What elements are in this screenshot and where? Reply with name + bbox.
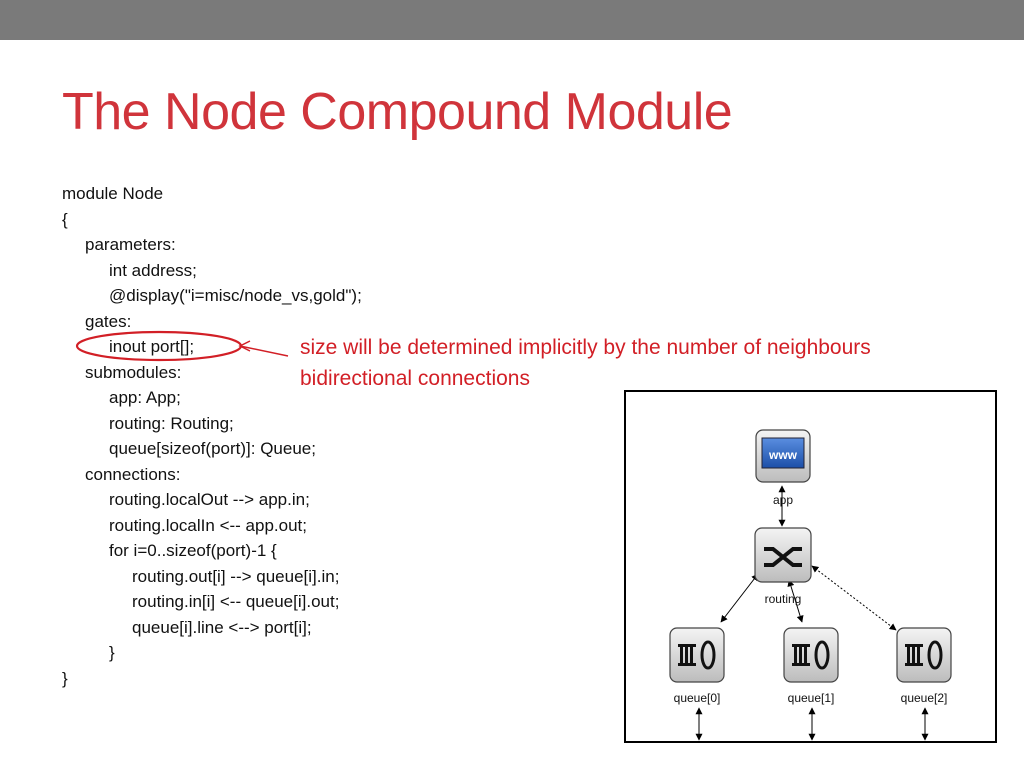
- queue-label: queue[1]: [788, 691, 835, 705]
- queue-label: queue[0]: [674, 691, 721, 705]
- top-bar: [0, 0, 1024, 40]
- app-icon-text: www: [768, 448, 798, 462]
- code-line: submodules:: [85, 362, 182, 382]
- code-block: module Node { parameters: int address; @…: [62, 181, 362, 691]
- node-diagram: www app routing queue[0] queue[1]: [624, 390, 997, 743]
- queue-module[interactable]: queue[2]: [896, 627, 952, 705]
- code-line: }: [109, 643, 115, 662]
- app-module[interactable]: www app: [755, 429, 811, 507]
- queue-label: queue[2]: [901, 691, 948, 705]
- connection-routing-queue1: [787, 579, 804, 623]
- queue-module[interactable]: queue[1]: [783, 627, 839, 705]
- code-line: {: [62, 209, 68, 229]
- code-line: queue[i].line <--> port[i];: [132, 617, 312, 637]
- shuffle-icon: [764, 547, 802, 567]
- code-line: for i=0..sizeof(port)-1 {: [109, 541, 277, 560]
- code-line: parameters:: [85, 235, 176, 254]
- code-line: @display("i=misc/node_vs,gold");: [109, 286, 362, 305]
- connection-routing-queue0: [720, 573, 759, 623]
- code-line: routing.localOut --> app.in;: [109, 490, 310, 509]
- code-line: connections:: [85, 464, 181, 484]
- code-line: app: App;: [109, 388, 181, 407]
- slide-title: The Node Compound Module: [62, 83, 733, 141]
- www-icon: [761, 437, 805, 469]
- code-line: module Node: [62, 184, 164, 203]
- annotation-line: bidirectional connections: [300, 367, 530, 390]
- code-line: int address;: [109, 260, 197, 280]
- app-label: app: [773, 493, 793, 507]
- code-line: routing.localIn <-- app.out;: [109, 515, 307, 535]
- routing-module[interactable]: routing: [754, 527, 812, 606]
- annotation-note: size will be determined implicitly by th…: [300, 332, 871, 394]
- routing-label: routing: [765, 592, 802, 606]
- code-line: queue[sizeof(port)]: Queue;: [109, 439, 316, 458]
- code-line: routing.in[i] <-- queue[i].out;: [132, 592, 340, 611]
- queue-module[interactable]: queue[0]: [669, 627, 725, 705]
- code-line: }: [62, 668, 68, 688]
- queue-icon: [927, 640, 943, 670]
- queue-icon: [814, 640, 830, 670]
- queue-icon: [700, 640, 716, 670]
- code-line: routing.out[i] --> queue[i].in;: [132, 566, 340, 586]
- connection-routing-queue2: [811, 565, 897, 631]
- annotation-line: size will be determined implicitly by th…: [300, 336, 871, 359]
- code-line: gates:: [85, 311, 132, 331]
- code-line: routing: Routing;: [109, 413, 234, 433]
